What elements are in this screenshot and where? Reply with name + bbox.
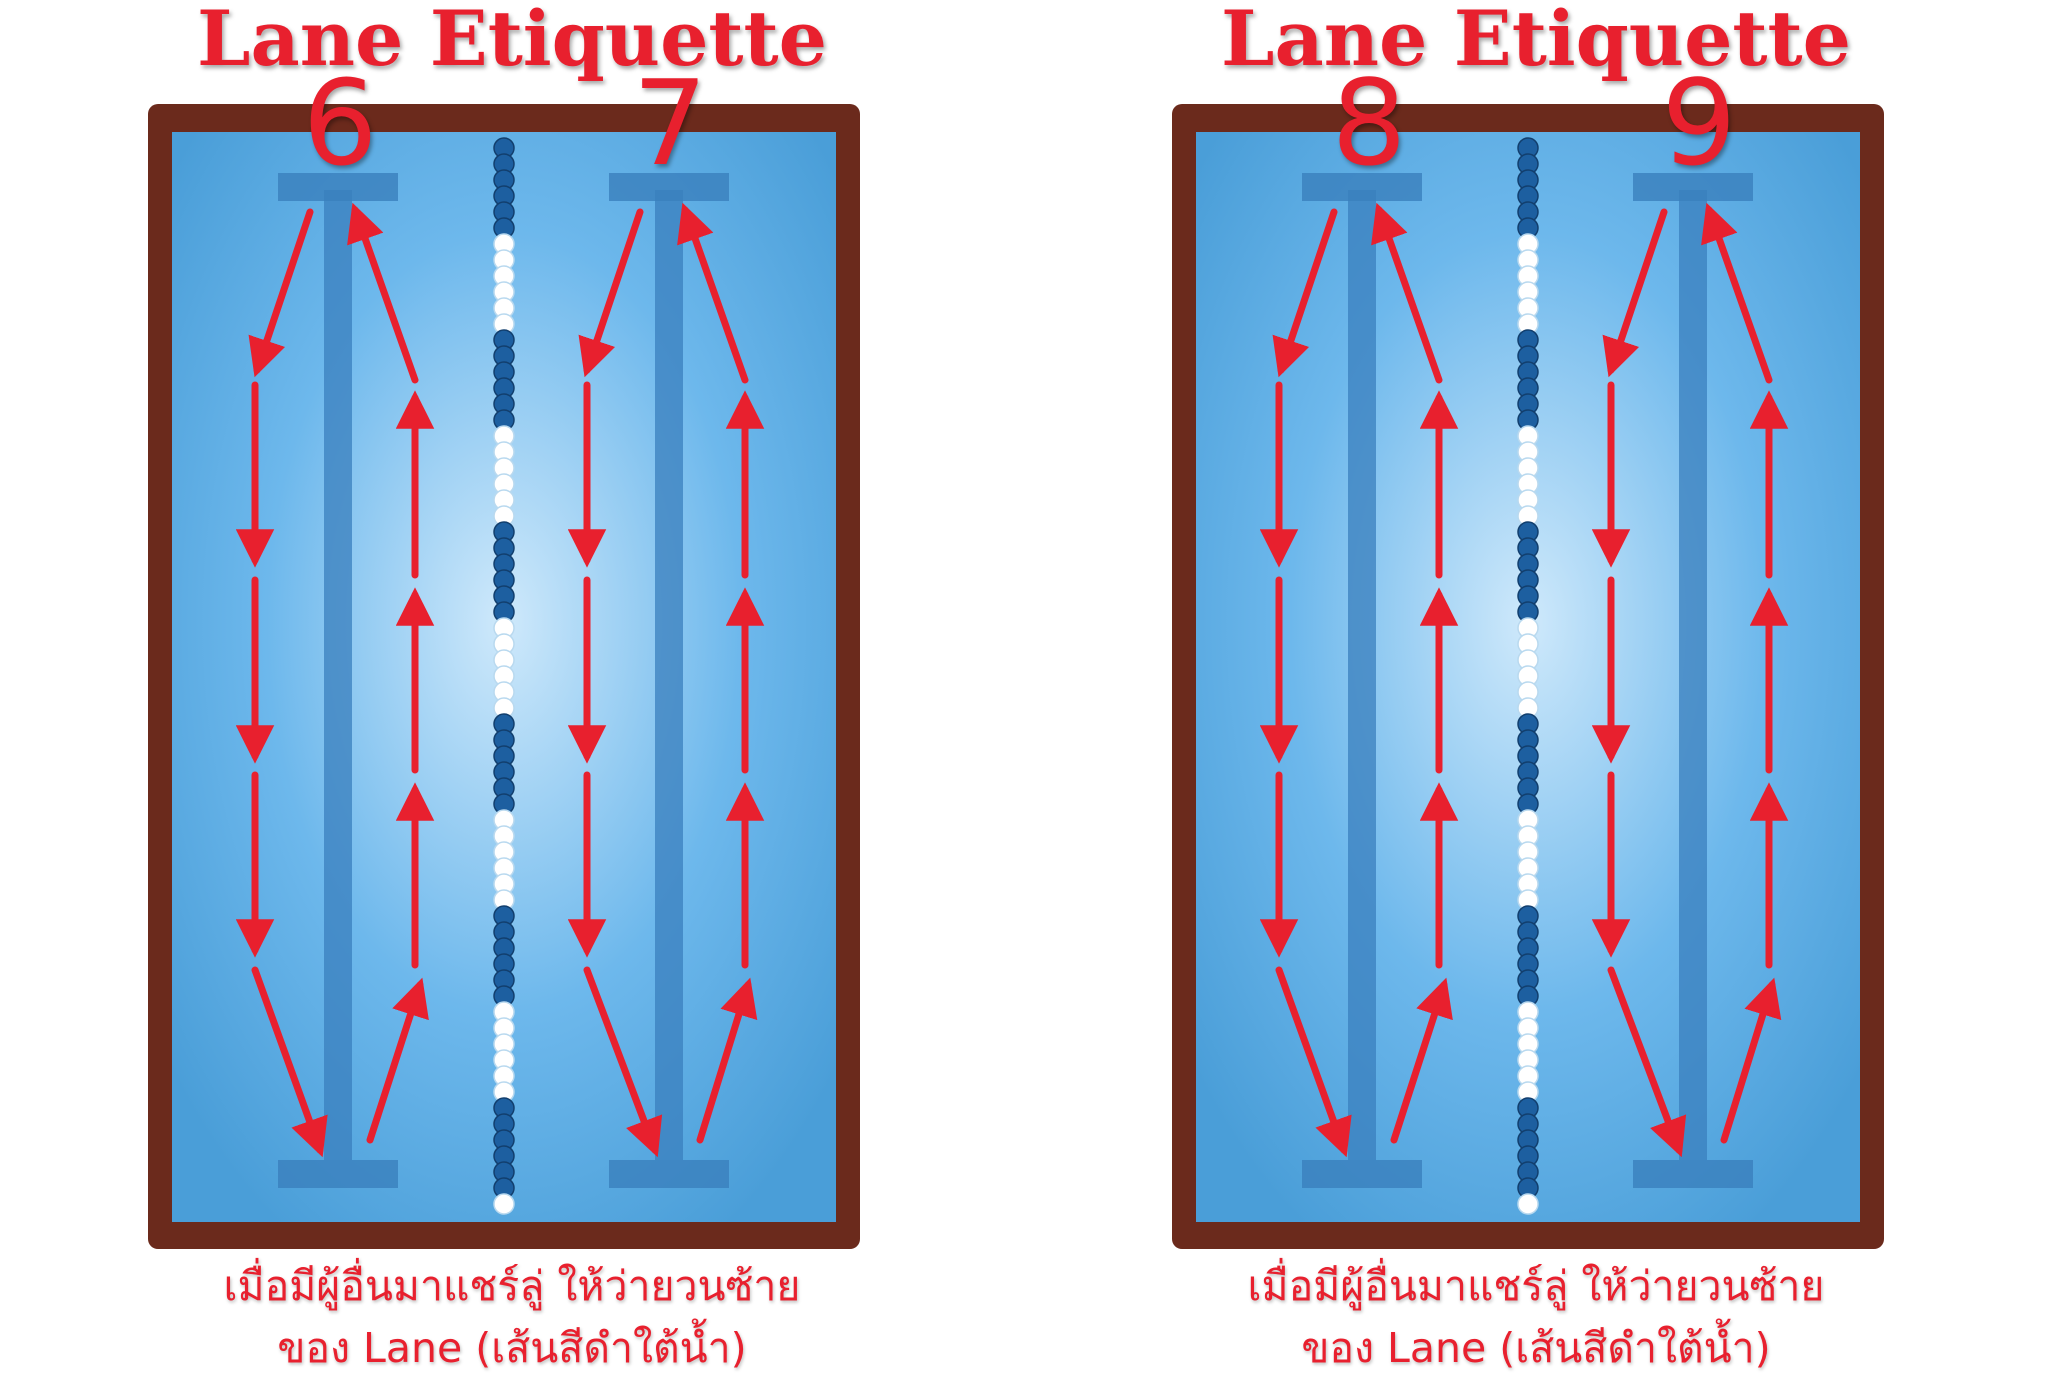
circulation-arrow-icon [1390, 977, 1453, 1144]
lane-line-icon [1633, 173, 1753, 1188]
panel-title: Lane Etiquette [1221, 0, 1851, 83]
lane-line-bottom-bar [1633, 1160, 1753, 1188]
circulation-arrow-icon [1275, 966, 1352, 1158]
caption-line-1: เมื่อมีผู้อื่นมาแชร์ลู่ ให้ว่ายวนซ้าย [1247, 1262, 1825, 1310]
lane-line-top-bar [278, 173, 398, 201]
lane-rope-icon [493, 137, 515, 1215]
lane-line-bottom-bar [609, 1160, 729, 1188]
lane-line-stripe [1679, 190, 1707, 1160]
lane-number-right: 9 [1661, 54, 1737, 192]
lane-line-top-bar [1302, 173, 1422, 201]
lane-line-stripe [1348, 190, 1376, 1160]
lane-line-stripe [324, 190, 352, 1160]
circulation-arrow-icon [1371, 202, 1443, 384]
pool-panel-left: Lane Etiquette 6 7 เมื่อมีผู้อื่นมาแชร์ล… [0, 0, 1024, 1372]
lane-number-left: 6 [302, 54, 378, 192]
caption-line-2: ของ Lane (เส้นสีดำใต้น้ำ) [277, 1324, 747, 1372]
circulation-arrow-icon [696, 977, 758, 1144]
circulation-arrow-icon [1701, 202, 1773, 384]
circulation-arrow-icon [248, 208, 314, 378]
circulation-arrow-icon [583, 966, 663, 1158]
lane-number-left: 8 [1331, 54, 1407, 192]
panel-title: Lane Etiquette [197, 0, 827, 83]
pool-panel-right: Lane Etiquette 8 9 เมื่อมีผู้อื่นมาแชร์ล… [1024, 0, 2048, 1372]
lane-number-right: 7 [632, 54, 708, 192]
circulation-arrow-icon [366, 977, 429, 1144]
circulation-arrow-icon [251, 966, 328, 1158]
lane-rope-icon [1517, 137, 1539, 1215]
lane-line-top-bar [1633, 173, 1753, 201]
pool-diagram-left [148, 104, 860, 1249]
circulation-arrow-icon [347, 202, 419, 384]
lane-line-stripe [655, 190, 683, 1160]
caption-line-2: ของ Lane (เส้นสีดำใต้น้ำ) [1301, 1324, 1771, 1372]
circulation-arrow-icon [1607, 966, 1687, 1158]
lane-line-icon [278, 173, 398, 1188]
circulation-arrow-icon [1272, 208, 1338, 378]
rope-float [1517, 1193, 1539, 1215]
lane-line-icon [1302, 173, 1422, 1188]
caption-line-1: เมื่อมีผู้อื่นมาแชร์ลู่ ให้ว่ายวนซ้าย [223, 1262, 801, 1310]
lane-line-top-bar [609, 173, 729, 201]
lane-line-bottom-bar [1302, 1160, 1422, 1188]
lane-line-bottom-bar [278, 1160, 398, 1188]
pool-diagram-right [1172, 104, 1884, 1249]
circulation-arrow-icon [1602, 208, 1668, 378]
lane-line-icon [609, 173, 729, 1188]
rope-float [493, 1193, 515, 1215]
circulation-arrow-icon [1720, 977, 1782, 1144]
circulation-arrow-icon [677, 202, 749, 384]
circulation-arrow-icon [578, 208, 644, 378]
caption: เมื่อมีผู้อื่นมาแชร์ลู่ ให้ว่ายวนซ้าย ขอ… [1024, 1255, 2048, 1379]
caption: เมื่อมีผู้อื่นมาแชร์ลู่ ให้ว่ายวนซ้าย ขอ… [0, 1255, 1024, 1379]
